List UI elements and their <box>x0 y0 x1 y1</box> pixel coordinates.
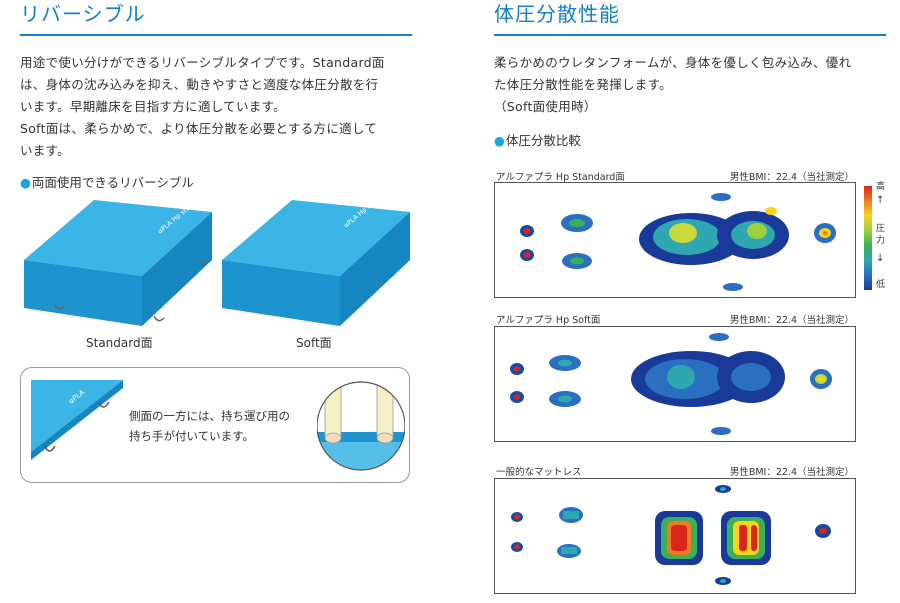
subheading-text: 両面使用できるリバーシブル <box>31 175 194 190</box>
heel-marks <box>520 225 534 261</box>
carrying-hands-illustration <box>317 381 405 471</box>
legend-low: 低 <box>876 280 886 290</box>
para-line: （Soft面使用時） <box>494 99 597 114</box>
panel-note: 男性BMI：22.4（当社測定） <box>729 315 854 326</box>
pressure-map-standard <box>494 182 856 298</box>
pressure-title: 体圧分散性能 <box>494 2 620 26</box>
reversible-title: リバーシブル <box>20 2 146 26</box>
pressure-color-scale <box>864 186 872 290</box>
bullet-dot-icon: ● <box>494 133 505 148</box>
arrow-down-icon: ↓ <box>876 253 885 264</box>
soft-label: Soft面 <box>296 336 332 350</box>
para-line: います。早期離床を目指す方に適しています。 <box>20 99 286 114</box>
para-line: た体圧分散性能を発揮します。 <box>494 77 672 92</box>
handle-inset-box: αPLA 側面の一方には、持ち運び用の 持ち手が付いています。 <box>20 367 410 483</box>
reversible-subheading: ●両面使用できるリバーシブル <box>20 174 194 192</box>
reversible-description: 用途で使い分けができるリバーシブルタイプです。Standard面 は、身体の沈み… <box>20 52 412 162</box>
para-line: 用途で使い分けができるリバーシブルタイプです。Standard面 <box>20 55 385 70</box>
arrow-up-icon: ↑ <box>876 195 885 206</box>
legend-mid1: 圧 <box>876 224 886 234</box>
pressure-legend: 高 ↑ 圧 力 ↓ 低 <box>864 182 894 294</box>
panel-note: 男性BMI：22.4（当社測定） <box>729 467 854 478</box>
para-line: Soft面は、柔らかめで、より体圧分散を必要とする方に適して <box>20 121 378 136</box>
legend-mid2: 力 <box>876 236 886 246</box>
panel-label: アルファプラ Hp Standard面 <box>496 172 625 183</box>
pressure-description: 柔らかめのウレタンフォームが、身体を優しく包み込み、優れ た体圧分散性能を発揮し… <box>494 52 886 118</box>
para-line: は、身体の沈み込みを抑え、動きやすさと適度な体圧分散を行 <box>20 77 379 92</box>
panel-label: アルファプラ Hp Soft面 <box>496 315 601 326</box>
title-rule <box>20 34 412 36</box>
bullet-dot-icon: ● <box>20 175 31 190</box>
legend-high: 高 <box>876 182 886 192</box>
para-line: います。 <box>20 143 70 158</box>
mattress-corner-image: αPLA <box>31 380 123 460</box>
handle-description: 側面の一方には、持ち運び用の 持ち手が付いています。 <box>129 406 309 446</box>
panel-note: 男性BMI：22.4（当社測定） <box>729 172 854 183</box>
para-line: 柔らかめのウレタンフォームが、身体を優しく包み込み、優れ <box>494 55 852 70</box>
mattress-soft-image: αPLA Hp soft <box>222 198 410 326</box>
pressure-map-general <box>494 478 856 594</box>
inset-line: 側面の一方には、持ち運び用の <box>129 409 290 423</box>
standard-label: Standard面 <box>86 336 153 350</box>
pressure-subheading: ●体圧分散比較 <box>494 132 581 150</box>
panel-label: 一般的なマットレス <box>496 467 582 478</box>
pressure-map-soft <box>494 326 856 442</box>
title-rule <box>494 34 886 36</box>
subheading-text: 体圧分散比較 <box>505 133 581 148</box>
mattress-standard-image: αPLA Hp standard <box>24 198 212 326</box>
inset-line: 持ち手が付いています。 <box>129 429 255 443</box>
